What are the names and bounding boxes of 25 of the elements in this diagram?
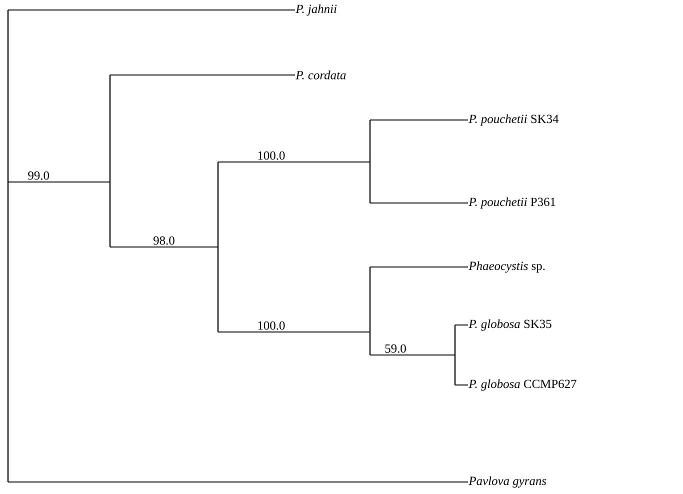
branch-line — [454, 384, 468, 386]
branch-line — [370, 119, 468, 120]
branch-line — [454, 324, 468, 326]
branch-line — [218, 331, 370, 332]
taxon-label: P. pouchetii SK34 — [468, 114, 559, 126]
bootstrap-value: 100.0 — [258, 151, 285, 160]
taxon-label: P. pouchetii P361 — [468, 197, 556, 209]
bootstrap-value: 99.0 — [28, 171, 50, 180]
branch-line — [8, 481, 468, 482]
bootstrap-value: 59.0 — [385, 344, 406, 353]
branch-line — [110, 74, 296, 76]
taxon-label: P. globosa SK35 — [468, 319, 552, 331]
taxon-label: Phaeocystis sp. — [468, 261, 545, 273]
branch-line — [370, 354, 456, 356]
branch-line — [8, 181, 110, 182]
branch-line — [370, 266, 468, 268]
branch-line — [110, 246, 218, 248]
bootstrap-value: 100.0 — [258, 321, 285, 330]
taxon-label: P. jahnii — [296, 4, 337, 16]
branch-line — [218, 161, 370, 162]
bootstrap-value: 98.0 — [154, 236, 174, 245]
taxon-label: P. cordata — [296, 70, 346, 80]
taxon-label: P. globosa CCMP627 — [468, 379, 576, 391]
taxon-label: Pavlova gyrans — [468, 476, 546, 488]
branch-line — [370, 202, 468, 204]
